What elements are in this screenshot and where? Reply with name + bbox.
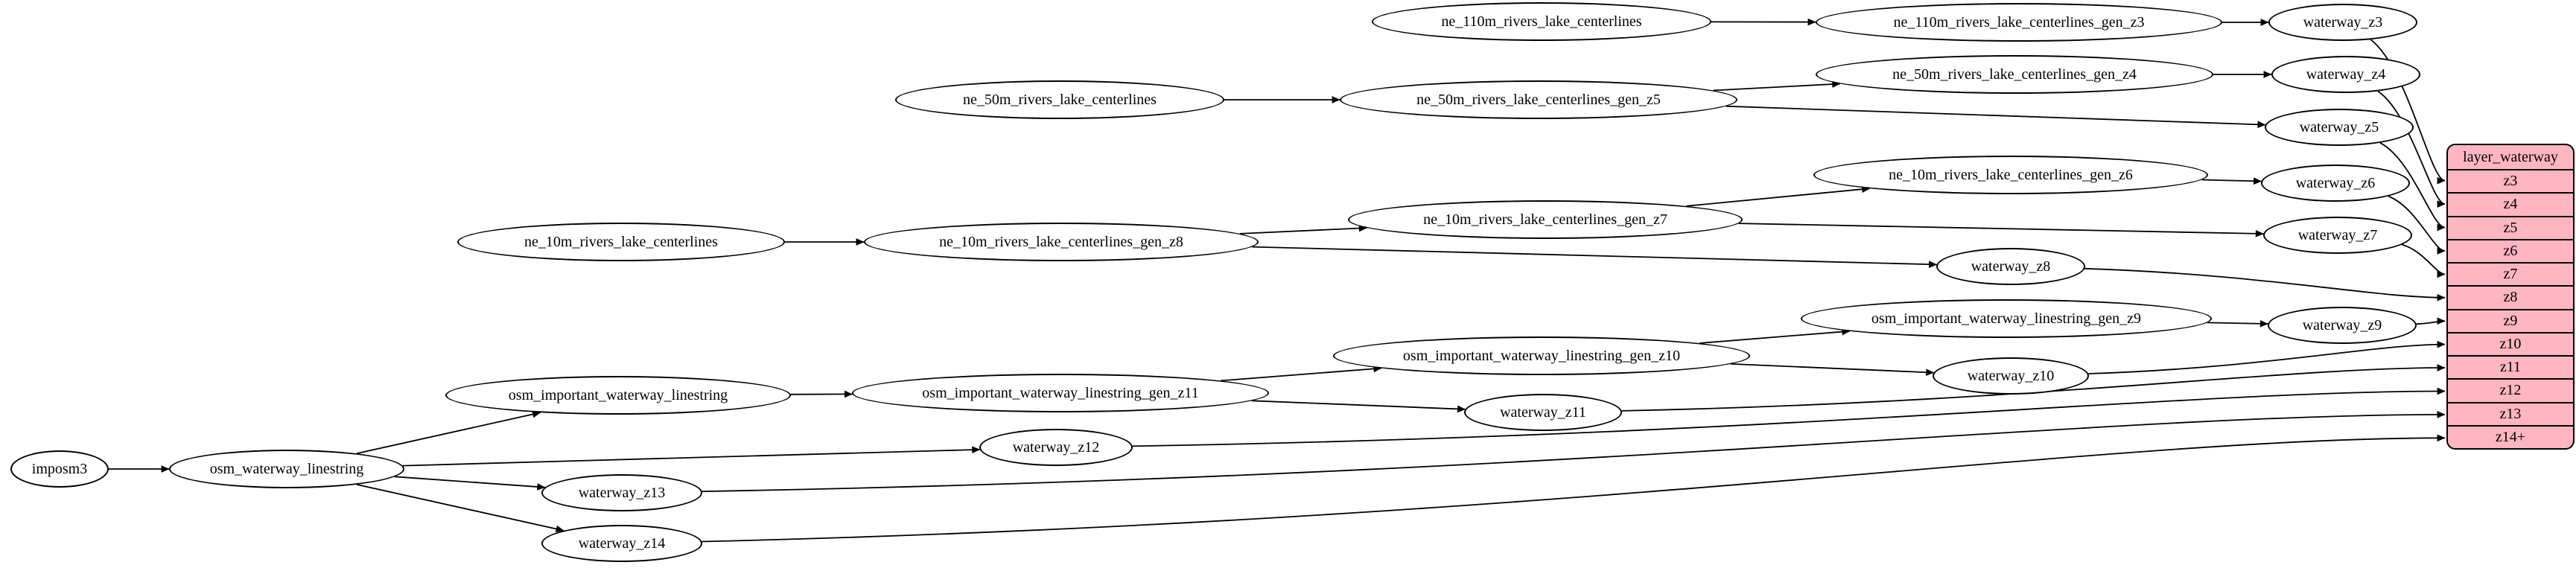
node-label: ne_10m_rivers_lake_centerlines_gen_z6 bbox=[1889, 166, 2133, 183]
edge-osm_important_waterway_linestring_gen_z11-waterway_z11 bbox=[1251, 400, 1466, 413]
node-label: ne_50m_rivers_lake_centerlines_gen_z5 bbox=[1416, 91, 1661, 108]
node-label: waterway_z6 bbox=[2295, 174, 2376, 191]
node-ne_10m_rivers_lake_centerlines_gen_z7: ne_10m_rivers_lake_centerlines_gen_z7 bbox=[1348, 200, 1743, 239]
edge-ne_50m_rivers_lake_centerlines_gen_z5-ne_50m_rivers_lake_centerlines_gen_z4 bbox=[1713, 80, 1841, 92]
edge-waterway_z3-z3 bbox=[2370, 39, 2446, 185]
layer-row-z7: z7 bbox=[2448, 262, 2573, 285]
node-waterway_z6: waterway_z6 bbox=[2261, 165, 2410, 202]
edge-osm_important_waterway_linestring_gen_z10-osm_important_waterway_linestring_gen_z9 bbox=[1699, 328, 1851, 344]
layer-row-z10: z10 bbox=[2448, 331, 2573, 355]
node-waterway_z10: waterway_z10 bbox=[1933, 357, 2089, 395]
node-label: waterway_z3 bbox=[2303, 13, 2383, 31]
node-waterway_z4: waterway_z4 bbox=[2271, 56, 2420, 93]
edge-waterway_z11-z11 bbox=[1621, 364, 2446, 412]
layer-row-z14+: z14+ bbox=[2448, 424, 2573, 448]
edge-osm_waterway_linestring-waterway_z14 bbox=[356, 484, 565, 533]
node-label: waterway_z12 bbox=[1012, 438, 1100, 456]
node-label: waterway_z10 bbox=[1967, 367, 2055, 384]
node-label: ne_10m_rivers_lake_centerlines_gen_z8 bbox=[939, 233, 1183, 250]
layer-row-z13: z13 bbox=[2448, 401, 2573, 425]
node-label: waterway_z7 bbox=[2297, 226, 2378, 243]
edge-ne_10m_rivers_lake_centerlines_gen_z8-ne_10m_rivers_lake_centerlines_gen_z7 bbox=[1239, 224, 1367, 234]
node-osm_important_waterway_linestring: osm_important_waterway_linestring bbox=[445, 376, 791, 415]
node-waterway_z14: waterway_z14 bbox=[541, 525, 702, 562]
node-osm_important_waterway_linestring_gen_z9: osm_important_waterway_linestring_gen_z9 bbox=[1801, 299, 2212, 338]
node-label: ne_50m_rivers_lake_centerlines bbox=[963, 91, 1157, 108]
node-ne_10m_rivers_lake_centerlines_gen_z8: ne_10m_rivers_lake_centerlines_gen_z8 bbox=[864, 223, 1259, 261]
edge-ne_10m_rivers_lake_centerlines_gen_z8-waterway_z8 bbox=[1252, 246, 1938, 268]
edge-waterway_z10-z10 bbox=[2088, 340, 2446, 374]
layer-row-z9: z9 bbox=[2448, 308, 2573, 332]
node-waterway_z11: waterway_z11 bbox=[1464, 394, 1622, 431]
node-ne_50m_rivers_lake_centerlines_gen_z4: ne_50m_rivers_lake_centerlines_gen_z4 bbox=[1816, 55, 2213, 94]
node-waterway_z3: waterway_z3 bbox=[2268, 4, 2417, 41]
edge-waterway_z7-z7 bbox=[2402, 243, 2446, 278]
edge-osm_waterway_linestring-waterway_z12 bbox=[402, 446, 981, 467]
edge-waterway_z12-z12 bbox=[1132, 387, 2446, 447]
edge-ne_10m_rivers_lake_centerlines_gen_z7-waterway_z7 bbox=[1738, 223, 2264, 237]
node-ne_110m_rivers_lake_centerlines: ne_110m_rivers_lake_centerlines bbox=[1372, 2, 1711, 41]
edge-waterway_z4-z4 bbox=[2377, 90, 2446, 208]
edge-osm_important_waterway_linestring_gen_z9-waterway_z9 bbox=[2207, 319, 2268, 328]
node-waterway_z5: waterway_z5 bbox=[2265, 109, 2414, 146]
node-label: ne_50m_rivers_lake_centerlines_gen_z4 bbox=[1892, 66, 2137, 83]
edge-waterway_z14-z14+ bbox=[702, 434, 2446, 543]
node-label: ne_110m_rivers_lake_centerlines bbox=[1441, 13, 1642, 30]
node-waterway_z7: waterway_z7 bbox=[2263, 217, 2412, 254]
node-label: waterway_z11 bbox=[1500, 403, 1586, 421]
node-label: waterway_z4 bbox=[2306, 66, 2386, 83]
node-label: ne_10m_rivers_lake_centerlines_gen_z7 bbox=[1423, 211, 1667, 228]
edge-ne_10m_rivers_lake_centerlines_gen_z6-waterway_z6 bbox=[2201, 177, 2262, 185]
edge-waterway_z8-z8 bbox=[2084, 267, 2446, 301]
node-waterway_z13: waterway_z13 bbox=[541, 474, 702, 511]
node-label: waterway_z14 bbox=[578, 535, 666, 552]
edge-waterway_z9-z9 bbox=[2416, 317, 2446, 325]
node-ne_10m_rivers_lake_centerlines: ne_10m_rivers_lake_centerlines bbox=[457, 223, 785, 261]
node-waterway_z12: waterway_z12 bbox=[979, 429, 1133, 466]
node-label: waterway_z13 bbox=[578, 484, 666, 501]
node-label: osm_important_waterway_linestring_gen_z1… bbox=[1402, 347, 1681, 364]
layer-row-z4: z4 bbox=[2448, 192, 2573, 215]
layer-row-z5: z5 bbox=[2448, 215, 2573, 239]
node-label: waterway_z8 bbox=[1971, 258, 2051, 275]
node-osm_waterway_linestring: osm_waterway_linestring bbox=[169, 450, 404, 488]
layer-row-z12: z12 bbox=[2448, 378, 2573, 401]
node-label: osm_important_waterway_linestring bbox=[508, 386, 728, 403]
node-osm_important_waterway_linestring_gen_z10: osm_important_waterway_linestring_gen_z1… bbox=[1333, 336, 1750, 375]
node-label: osm_waterway_linestring bbox=[209, 460, 364, 477]
node-label: ne_110m_rivers_lake_centerlines_gen_z3 bbox=[1893, 13, 2145, 31]
node-ne_50m_rivers_lake_centerlines: ne_50m_rivers_lake_centerlines bbox=[895, 80, 1224, 119]
edge-osm_waterway_linestring-osm_important_waterway_linestring bbox=[356, 410, 541, 454]
layer-waterway-title: layer_waterway bbox=[2463, 148, 2558, 165]
layer-row-z11: z11 bbox=[2448, 355, 2573, 378]
node-ne_110m_rivers_lake_centerlines_gen_z3: ne_110m_rivers_lake_centerlines_gen_z3 bbox=[1816, 3, 2222, 42]
layer-row-z3: z3 bbox=[2448, 169, 2573, 192]
edge-osm_waterway_linestring-waterway_z13 bbox=[394, 476, 546, 491]
node-label: ne_10m_rivers_lake_centerlines bbox=[524, 233, 718, 250]
layer-row-z6: z6 bbox=[2448, 238, 2573, 262]
node-ne_50m_rivers_lake_centerlines_gen_z5: ne_50m_rivers_lake_centerlines_gen_z5 bbox=[1340, 80, 1737, 119]
node-waterway_z8: waterway_z8 bbox=[1936, 248, 2085, 285]
edge-osm_important_waterway_linestring_gen_z10-waterway_z10 bbox=[1731, 363, 1935, 376]
node-osm_important_waterway_linestring_gen_z11: osm_important_waterway_linestring_gen_z1… bbox=[852, 374, 1269, 412]
node-label: imposm3 bbox=[31, 460, 88, 477]
edge-ne_10m_rivers_lake_centerlines_gen_z7-ne_10m_rivers_lake_centerlines_gen_z6 bbox=[1686, 185, 1871, 207]
edge-ne_50m_rivers_lake_centerlines_gen_z5-waterway_z5 bbox=[1726, 105, 2266, 129]
node-label: waterway_z5 bbox=[2299, 118, 2379, 135]
node-label: osm_important_waterway_linestring_gen_z1… bbox=[922, 384, 1199, 401]
node-label: osm_important_waterway_linestring_gen_z9 bbox=[1871, 310, 2142, 327]
node-waterway_z9: waterway_z9 bbox=[2268, 307, 2417, 344]
layer-row-z8: z8 bbox=[2448, 285, 2573, 308]
node-label: waterway_z9 bbox=[2302, 316, 2382, 334]
edge-waterway_z6-z6 bbox=[2388, 195, 2446, 255]
node-imposm3: imposm3 bbox=[10, 450, 109, 488]
edge-waterway_z5-z5 bbox=[2379, 142, 2446, 232]
edge-osm_important_waterway_linestring_gen_z11-osm_important_waterway_linestring_gen_z10 bbox=[1221, 365, 1382, 382]
edge-waterway_z13-z13 bbox=[702, 411, 2446, 492]
node-ne_10m_rivers_lake_centerlines_gen_z6: ne_10m_rivers_lake_centerlines_gen_z6 bbox=[1813, 156, 2208, 194]
